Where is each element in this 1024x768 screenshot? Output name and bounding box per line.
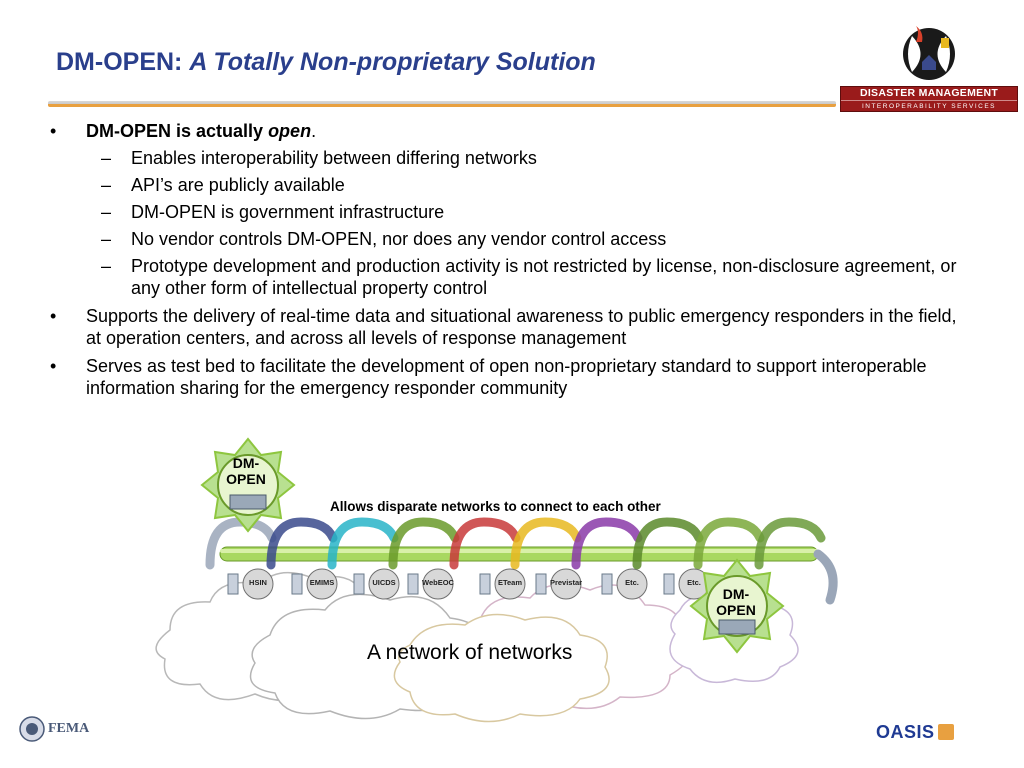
dm-logo-line2: INTEROPERABILITY SERVICES bbox=[841, 100, 1017, 112]
sub-bullet-item: Enables interoperability between differi… bbox=[86, 147, 976, 169]
connection-arrow bbox=[327, 517, 399, 570]
connection-arrow bbox=[754, 517, 826, 570]
server-icon bbox=[407, 573, 419, 595]
bullet-item-open: DM-OPEN is actually open. Enables intero… bbox=[46, 120, 976, 299]
server-icon bbox=[353, 573, 365, 595]
network-node bbox=[550, 568, 582, 600]
server-icon bbox=[291, 573, 303, 595]
network-node-label: Previstar bbox=[549, 578, 583, 587]
dm-logo-emblem-icon bbox=[903, 26, 955, 80]
oasis-logo: OASIS bbox=[876, 722, 954, 743]
network-node bbox=[242, 568, 274, 600]
dm-open-badge-top bbox=[200, 437, 296, 533]
bullet-item-delivery: Supports the delivery of real-time data … bbox=[46, 305, 976, 349]
network-node bbox=[494, 568, 526, 600]
connection-arrow bbox=[510, 517, 582, 570]
network-node-label: UICDS bbox=[372, 578, 396, 587]
dm-open-badge-top-label: DM- OPEN bbox=[226, 455, 266, 487]
bullet-heading-emphasis: open bbox=[268, 121, 312, 141]
disaster-management-logo: DISASTER MANAGEMENT INTEROPERABILITY SER… bbox=[840, 22, 1018, 112]
server-icon bbox=[479, 573, 491, 595]
dm-logo-line1: DISASTER MANAGEMENT bbox=[859, 87, 999, 99]
oasis-logo-text: OASIS bbox=[876, 722, 935, 742]
bullet-list: DM-OPEN is actually open. Enables intero… bbox=[46, 120, 976, 405]
network-node-label: Etc. bbox=[625, 578, 639, 587]
sub-bullet-list: Enables interoperability between differi… bbox=[86, 147, 976, 299]
sub-bullet-item: Prototype development and production act… bbox=[86, 255, 976, 299]
connection-arrow bbox=[693, 517, 765, 570]
connection-arrow-end bbox=[813, 549, 838, 605]
server-icon bbox=[227, 573, 239, 595]
cloud-label: A network of networks bbox=[367, 641, 573, 664]
network-node bbox=[368, 568, 400, 600]
dm-open-badge-right bbox=[689, 558, 785, 654]
title-main: DM-OPEN: bbox=[56, 48, 183, 76]
server-icon bbox=[601, 573, 613, 595]
title-subtitle: A Totally Non-proprietary Solution bbox=[189, 48, 596, 76]
bullet-item-test-bed: Serves as test bed to facilitate the dev… bbox=[46, 355, 976, 399]
dm-logo-banner: DISASTER MANAGEMENT INTEROPERABILITY SER… bbox=[840, 86, 1018, 112]
sub-bullet-item: API’s are publicly available bbox=[86, 174, 976, 196]
network-nodes bbox=[227, 568, 710, 600]
network-diagram bbox=[155, 437, 838, 723]
page-title: DM-OPEN: A Totally Non-proprietary Solut… bbox=[56, 48, 596, 77]
connection-arrow bbox=[632, 517, 704, 570]
sub-bullet-item: No vendor controls DM-OPEN, nor does any… bbox=[86, 228, 976, 250]
network-node-label: WebEOC bbox=[422, 578, 454, 587]
bullet-heading-tail: . bbox=[311, 121, 317, 141]
oasis-mark-icon bbox=[937, 724, 954, 740]
fema-seal-icon bbox=[19, 716, 45, 742]
network-node-label: Etc. bbox=[687, 578, 701, 587]
network-node-label: ETeam bbox=[497, 578, 523, 587]
fema-logo-text: FEMA bbox=[48, 721, 90, 736]
server-icon bbox=[663, 573, 675, 595]
bullet-heading-lead: DM-OPEN is actually bbox=[86, 121, 269, 141]
sub-bullet-item: DM-OPEN is government infrastructure bbox=[86, 201, 976, 223]
network-node-label: HSIN bbox=[249, 578, 267, 587]
diagram-caption: Allows disparate networks to connect to … bbox=[330, 499, 661, 514]
connection-arrow bbox=[388, 517, 460, 570]
connection-arrow bbox=[571, 517, 643, 570]
title-divider bbox=[48, 101, 836, 107]
network-clouds bbox=[155, 571, 799, 723]
bullet-heading: DM-OPEN is actually open bbox=[86, 121, 311, 141]
network-node-label: EMIMS bbox=[309, 578, 335, 587]
connection-arrow bbox=[266, 517, 338, 570]
server-icon bbox=[535, 573, 547, 595]
network-node bbox=[422, 568, 454, 600]
network-node bbox=[306, 568, 338, 600]
connection-arrow bbox=[449, 517, 521, 570]
network-node bbox=[616, 568, 648, 600]
dm-open-badge-right-label: DM- OPEN bbox=[716, 586, 756, 618]
